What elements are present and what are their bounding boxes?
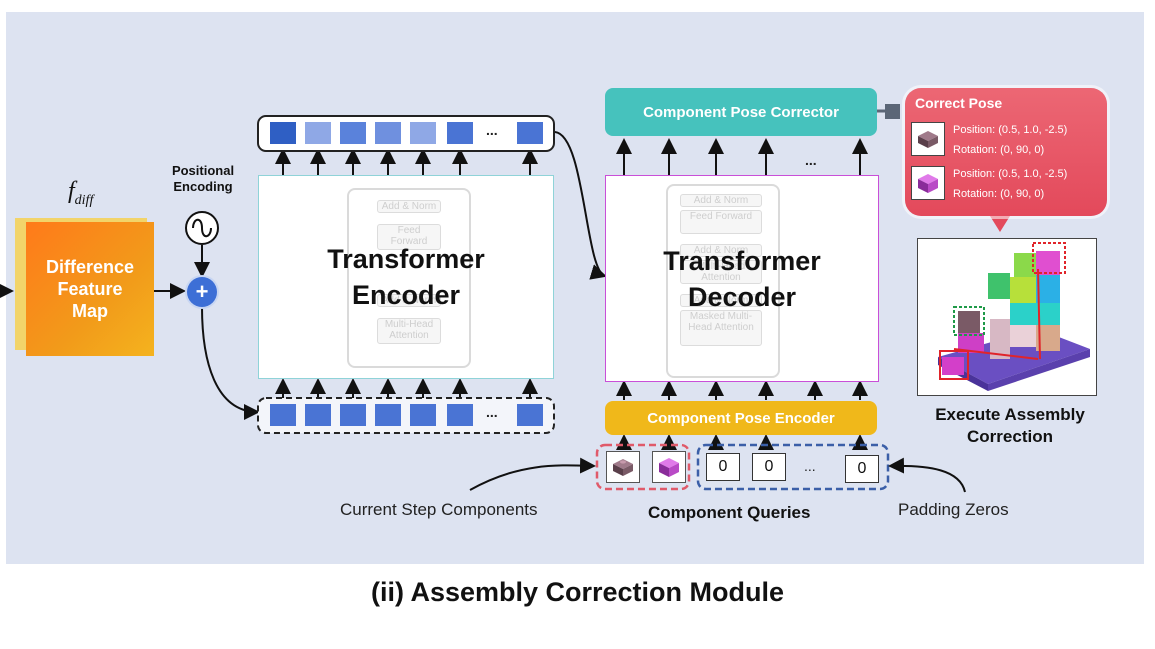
decoder-output-ellipsis: ...	[805, 152, 817, 168]
corrector-connector-square	[885, 104, 900, 119]
encoder-input-token	[410, 404, 436, 426]
padding-zeros-label: Padding Zeros	[898, 500, 1009, 519]
lego-assembly-image	[917, 238, 1097, 396]
ghost-box: Masked Multi-Head Attention	[680, 310, 762, 346]
encoder-input-token	[270, 404, 296, 426]
current-label-arrow	[469, 457, 596, 491]
encoder-title-1: Transformer	[327, 244, 485, 274]
encoder-output-ellipsis: ...	[486, 122, 498, 138]
component-pose-corrector: Component Pose Corrector	[605, 88, 877, 136]
ghost-box: Feed Forward	[377, 224, 441, 250]
magenta-brick-icon	[911, 166, 945, 200]
figure-caption: (ii) Assembly Correction Module	[370, 577, 785, 607]
transformer-decoder-block: Add & Norm Feed Forward Add & Norm Multi…	[605, 175, 879, 382]
decoder-output-arrows	[616, 138, 868, 176]
card-pointer	[990, 216, 1010, 232]
encoder-title-2: Encoder	[351, 280, 461, 310]
decoder-ghost-layer: Add & Norm Feed Forward Add & Norm Multi…	[666, 184, 780, 378]
encoder-output-token	[305, 122, 331, 144]
correct-pose-title: Correct Pose	[915, 95, 1003, 111]
queries-ellipsis: ...	[804, 458, 816, 474]
encoder-output-arrows	[275, 148, 538, 176]
f-diff-symbol: fdiff	[68, 178, 94, 208]
execute-assembly-correction-label: Execute Assembly Correction	[935, 405, 1085, 446]
ghost-box: Add & Norm	[377, 294, 441, 307]
encoder-input-token	[340, 404, 366, 426]
encoder-output-token	[517, 122, 543, 144]
current-step-group	[595, 443, 691, 491]
current-step-components-label: Current Step Components	[340, 500, 538, 519]
ghost-box: Feed Forward	[680, 210, 762, 234]
encoder-output-token	[270, 122, 296, 144]
decoder-input-arrows	[616, 380, 868, 400]
padding-zero-token: 0	[752, 453, 786, 481]
ghost-box: Add & Norm	[680, 244, 762, 257]
brown-brick-icon	[606, 451, 640, 483]
encoder-input-token	[375, 404, 401, 426]
query-arrows	[616, 434, 868, 450]
ghost-box: Add & Norm	[680, 194, 762, 207]
encoder-input-container	[257, 397, 555, 434]
pose-rotation: Rotation: (0, 90, 0)	[953, 144, 1045, 156]
encoder-output-container	[257, 115, 555, 152]
plus-to-tokens-arrow	[201, 306, 260, 420]
difference-feature-map-block: Difference Feature Map	[26, 222, 154, 356]
ghost-box: Multi-Head Attention	[377, 318, 441, 344]
decoder-title-2: Decoder	[687, 281, 797, 312]
add-operator-icon: +	[187, 277, 217, 307]
pose-position: Position: (0.5, 1.0, -2.5)	[953, 168, 1068, 180]
padding-zero-token: 0	[845, 455, 879, 483]
decoder-title-1: Transformer	[663, 245, 821, 276]
encoder-input-token	[305, 404, 331, 426]
sine-wave-icon	[192, 218, 212, 238]
encoder-input-token	[517, 404, 543, 426]
transformer-encoder-block: Add & Norm Feed Forward Add & Norm Multi…	[258, 175, 554, 379]
encoder-input-ellipsis: ...	[486, 404, 498, 420]
pose-position: Position: (0.5, 1.0, -2.5)	[953, 124, 1068, 136]
encoder-input-token	[447, 404, 473, 426]
pose-rotation: Rotation: (0, 90, 0)	[953, 188, 1045, 200]
memory-to-decoder-arrow	[554, 131, 607, 280]
padding-zeros-group	[696, 443, 890, 491]
positional-encoding-label: Positional Encoding	[171, 163, 235, 194]
ghost-box: Add & Norm	[377, 200, 441, 213]
encoder-output-token	[375, 122, 401, 144]
correct-pose-card: Correct Pose Position: (0.5, 1.0, -2.5) …	[905, 88, 1107, 216]
component-pose-encoder: Component Pose Encoder	[605, 401, 877, 435]
padding-label-arrow	[888, 457, 966, 493]
encoder-output-token	[447, 122, 473, 144]
encoder-output-token	[340, 122, 366, 144]
magenta-brick-icon	[652, 451, 686, 483]
component-queries-label: Component Queries	[648, 503, 811, 522]
padding-zero-token: 0	[706, 453, 740, 481]
encoder-output-token	[410, 122, 436, 144]
ghost-box: Add & Norm	[680, 294, 762, 307]
encoder-ghost-layer: Add & Norm Feed Forward Add & Norm Multi…	[347, 188, 471, 368]
ghost-box: Multi-Head Attention	[680, 260, 762, 284]
brown-brick-icon	[911, 122, 945, 156]
